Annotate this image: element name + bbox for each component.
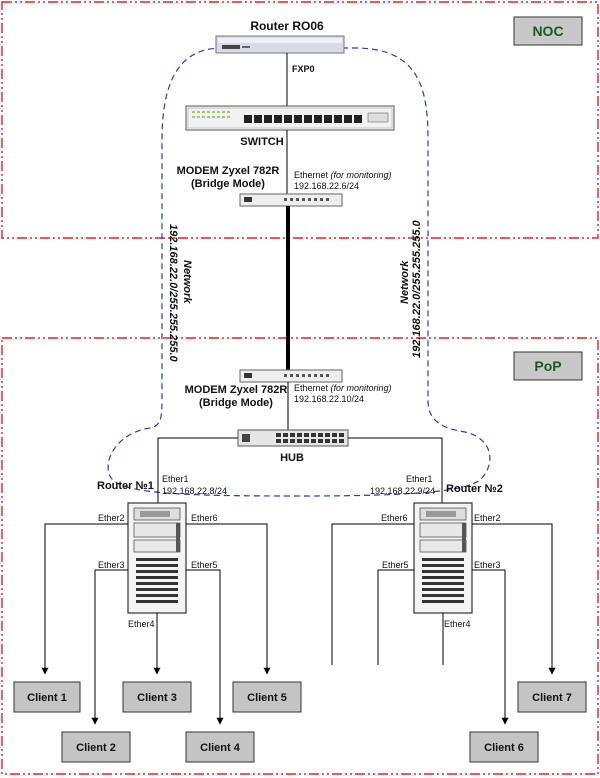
router2-ether1-label: Ether1 xyxy=(406,474,433,484)
modem-bottom-device xyxy=(239,369,343,383)
client-3: Client 3 xyxy=(122,681,192,713)
router2-ip: 192.168.22.9/24 xyxy=(370,486,435,496)
pop-label-text: PoP xyxy=(534,358,561,374)
router-ro06-port-label: FXP0 xyxy=(292,64,315,74)
pop-zone xyxy=(1,337,599,775)
noc-label-text: NOC xyxy=(532,23,563,39)
svg-text:Client 4: Client 4 xyxy=(200,742,241,754)
router1-ether1-label: Ether1 xyxy=(162,474,189,484)
svg-text:Client 3: Client 3 xyxy=(137,692,177,704)
network-left-label: 192.168.22.0/255.255.255.0 Network xyxy=(167,224,193,363)
client-4: Client 4 xyxy=(185,731,255,763)
client-7: Client 7 xyxy=(517,681,587,713)
modem-top-mode: (Bridge Mode) xyxy=(191,178,265,190)
router1-device xyxy=(127,502,187,614)
router2-device xyxy=(413,502,473,614)
modem-bottom-ip: 192.168.22.10/24 xyxy=(294,394,364,404)
modem-top-ip: 192.168.22.6/24 xyxy=(294,181,359,191)
router1-ether5-label: Ether5 xyxy=(191,560,218,570)
svg-text:Client 5: Client 5 xyxy=(247,692,287,704)
svg-text:Network: Network xyxy=(399,260,411,304)
client-6: Client 6 xyxy=(469,731,539,763)
client-2: Client 2 xyxy=(61,731,131,763)
router1-ether3-label: Ether3 xyxy=(98,560,125,570)
modem-top-ethernet: Ethernet (for monitoring) xyxy=(294,170,392,180)
svg-text:192.168.22.0/255.255.255.0: 192.168.22.0/255.255.255.0 xyxy=(167,224,179,363)
switch-device xyxy=(185,105,395,131)
noc-label: NOC xyxy=(513,16,583,46)
router2-ether4-label: Ether4 xyxy=(444,619,471,629)
router2-ether5-label: Ether5 xyxy=(382,560,409,570)
pop-label: PoP xyxy=(513,351,583,381)
svg-text:Client 6: Client 6 xyxy=(484,742,524,754)
router1-ip: 192.168.22.8/24 xyxy=(162,486,227,496)
router1-ether4-label: Ether4 xyxy=(128,619,155,629)
hub-label: HUB xyxy=(280,452,304,464)
network-right-label: 192.168.22.0/255.255.255.0 Network xyxy=(399,219,423,358)
modem-top-device xyxy=(239,193,343,207)
router1-ether2-label: Ether2 xyxy=(98,513,125,523)
router2-title: Router №2 xyxy=(446,483,503,495)
client-5: Client 5 xyxy=(232,681,302,713)
router2-ether3-label: Ether3 xyxy=(474,560,501,570)
modem-top-name: MODEM Zyxel 782R xyxy=(177,165,280,177)
svg-text:Client 2: Client 2 xyxy=(76,742,116,754)
modem-bottom-mode: (Bridge Mode) xyxy=(199,397,273,409)
client-1: Client 1 xyxy=(13,681,81,713)
noc-zone xyxy=(1,1,599,239)
router-ro06-device xyxy=(215,35,345,54)
switch-label: SWITCH xyxy=(240,136,283,148)
svg-text:Network: Network xyxy=(181,260,193,304)
hub-device xyxy=(237,429,349,447)
router1-title: Router №1 xyxy=(97,480,154,492)
svg-text:Client 7: Client 7 xyxy=(532,692,572,704)
svg-text:Client 1: Client 1 xyxy=(27,692,67,704)
router2-ether2-label: Ether2 xyxy=(474,513,501,523)
modem-bottom-ethernet: Ethernet (for monitoring) xyxy=(294,383,392,393)
modem-bottom-name: MODEM Zyxel 782R xyxy=(185,384,288,396)
router-ro06-title: Router RO06 xyxy=(250,19,324,33)
svg-text:192.168.22.0/255.255.255.0: 192.168.22.0/255.255.255.0 xyxy=(411,219,423,358)
router2-ether6-label: Ether6 xyxy=(381,513,408,523)
router1-ether6-label: Ether6 xyxy=(191,513,218,523)
